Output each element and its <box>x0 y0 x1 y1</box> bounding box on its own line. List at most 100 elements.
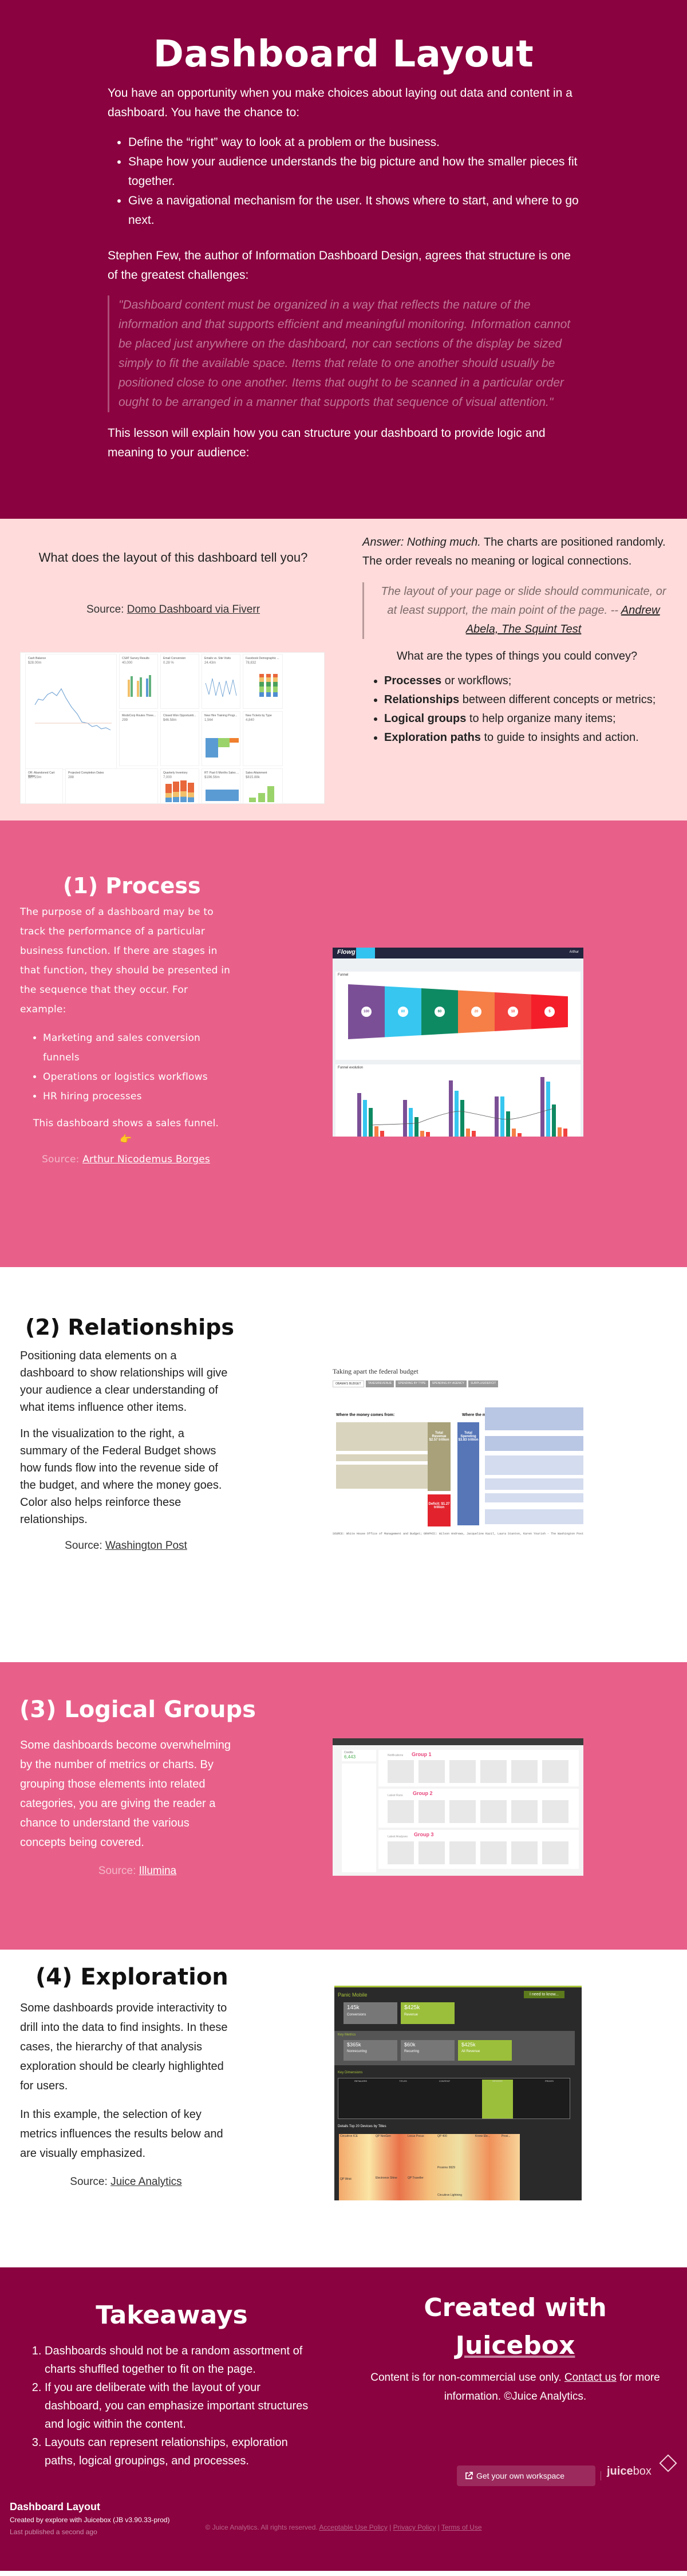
process-bullet: HR hiring processes <box>43 1087 232 1106</box>
dashboard-tile: Facebook Demographic ... 78,832 <box>243 654 283 709</box>
convey-item: Processes or workflows; <box>384 672 672 691</box>
tile-value: 78,832 <box>246 661 256 665</box>
relationships-title: (2) Relationships <box>25 1315 234 1340</box>
line-chart-icon <box>34 688 112 731</box>
hero-body: You have an opportunity when you make ch… <box>108 84 583 473</box>
tile-value: $27.23m <box>28 776 42 779</box>
process-title: (1) Process <box>63 873 201 898</box>
relationships-body: Positioning data elements on a dashboard… <box>20 1347 232 1564</box>
source-link-juice[interactable]: Juice Analytics <box>110 2176 182 2188</box>
acceptable-use-link[interactable]: Acceptable Use Policy <box>319 2523 388 2531</box>
few-intro: Stephen Few, the author of Information D… <box>108 249 571 282</box>
answer-text: Answer: Nothing much. The charts are pos… <box>362 533 672 571</box>
juicebox-logo[interactable]: juicebox <box>607 2465 652 2478</box>
takeaway-item: If you are deliberate with the layout of… <box>45 2378 321 2433</box>
logical-groups-title: (3) Logical Groups <box>19 1697 256 1723</box>
process-bullet: Marketing and sales conversion funnels <box>43 1028 232 1067</box>
source-link-domo[interactable]: Domo Dashboard via Fiverr <box>127 603 260 616</box>
funnel-evolution-panel: Funnel evolution <box>335 1064 581 1137</box>
tile-title: OR: Abandoned Cart Value <box>28 771 55 778</box>
exploration-p2: In this example, the selection of key me… <box>20 2108 223 2160</box>
treemap: Circuitron ICE QP NexGen Locus Pocus QP … <box>339 2134 520 2200</box>
hero-bullets: Define the “right” way to look at a prob… <box>128 133 583 230</box>
funnel-user: Arthur <box>569 950 579 954</box>
tile-value: 4,840 <box>246 719 255 722</box>
tile-title: ModoCorp Routes Three... <box>122 714 156 717</box>
process-text: The purpose of a dashboard may be to tra… <box>20 906 231 1015</box>
exploration-body: Some dashboards provide interactivity to… <box>20 1998 232 2201</box>
hero-bullet: Give a navigational mechanism for the us… <box>128 191 583 230</box>
juicebox-diamond-icon <box>659 2454 677 2472</box>
funnel-evolution-title: Funnel evolution <box>338 1066 364 1070</box>
tile-title: New Tickets by Type <box>246 714 272 717</box>
tile-value: $46.58m <box>163 719 177 722</box>
get-workspace-button[interactable]: Get your own workspace <box>457 2465 595 2486</box>
few-quote: "Dashboard content must be organized in … <box>108 295 583 412</box>
answer-body: The charts are positioned randomly. The … <box>362 536 666 567</box>
footer-created-by: Created by explore with Juicebox (JB v3.… <box>10 2516 170 2524</box>
squint-test-link[interactable]: Andrew Abela, The Squint Test <box>465 604 660 636</box>
tile-value: 299 <box>122 719 128 722</box>
takeaways-list: Dashboards should not be a random assort… <box>29 2342 321 2470</box>
federal-budget-image: Taking apart the federal budget OBAMA'S … <box>333 1367 585 1545</box>
dashboard-tile: OR: Abandoned Cart Value $27.23m <box>25 768 63 804</box>
tile-title: Emails vs. Site Visits <box>204 657 231 660</box>
tile-title: Sales Attainment <box>246 771 267 775</box>
tile-title: Closed Won Opportuniti... <box>163 714 196 717</box>
juicebox-link[interactable]: Juicebox <box>455 2331 575 2360</box>
dashboard-tile: Closed Won Opportuniti... $46.58m <box>160 711 199 766</box>
takeaways-section: Takeaways Dashboards should not be a ran… <box>0 2267 687 2571</box>
tile-value: 1,564 <box>204 719 214 722</box>
hero-bullet: Shape how your audience understands the … <box>128 152 583 191</box>
footer-published: Last published a second ago <box>10 2528 97 2536</box>
contact-us-link[interactable]: Contact us <box>564 2372 617 2384</box>
funnel-brand: Flowg <box>337 949 356 956</box>
hero-bullet: Define the “right” way to look at a prob… <box>128 133 583 152</box>
takeaway-item: Layouts can represent relationships, exp… <box>45 2433 321 2470</box>
tile-title: CSAT Survey Results <box>122 657 149 660</box>
process-section: (1) Process The purpose of a dashboard m… <box>0 820 687 1267</box>
dashboard-tile: New Hire Training Progr... 1,564 <box>202 711 240 766</box>
tile-title: Facebook Demographic ... <box>246 657 279 660</box>
dashboard-tile: Sales Attainment $815.88k <box>243 768 283 804</box>
workspace-button-label: Get your own workspace <box>476 2471 565 2480</box>
source-link-borges[interactable]: Arthur Nicodemus Borges <box>82 1154 210 1165</box>
hero-section: Dashboard Layout You have an opportunity… <box>0 0 687 519</box>
funnel-panel: Funnel 100 80 60 20 10 5 <box>335 972 581 1060</box>
source-link-wapo[interactable]: Washington Post <box>105 1540 187 1552</box>
budget-tabs: OBAMA'S BUDGET TAXES/REVENUE SPENDING BY… <box>333 1380 585 1387</box>
created-with-text: Content is for non-commercial use only. … <box>370 2372 660 2403</box>
relationships-section: (2) Relationships Positioning data eleme… <box>0 1267 687 1662</box>
tile-title: Projected Completion Dates <box>68 771 104 775</box>
privacy-policy-link[interactable]: Privacy Policy <box>393 2523 436 2531</box>
dashboard-tile: Email Conversion 0.28 % <box>160 654 199 709</box>
illumina-dashboard-image: Credits 6,443 Group 1 Notifications Grou… <box>333 1738 583 1876</box>
exploration-title: (4) Exploration <box>35 1964 228 1990</box>
group-panel: Group 1 Notifications <box>378 1750 579 1786</box>
tile-value: 40,000 <box>122 661 133 665</box>
logical-groups-section: (3) Logical Groups Some dashboards becom… <box>0 1662 687 1950</box>
terms-of-use-link[interactable]: Terms of Use <box>441 2523 482 2531</box>
process-body: The purpose of a dashboard may be to tra… <box>20 902 232 1178</box>
external-link-icon <box>465 2472 473 2479</box>
dashboard-tile: ModoCorp Routes Three... 299 <box>119 711 158 766</box>
tile-title: New Hire Training Progr... <box>204 714 238 717</box>
page-title: Dashboard Layout <box>153 33 534 76</box>
process-caption: This dashboard shows a sales funnel. 👉 <box>33 1118 219 1145</box>
process-bullets: Marketing and sales conversion funnels O… <box>43 1028 232 1106</box>
logical-groups-body: Some dashboards become overwhelming by t… <box>20 1735 232 1890</box>
takeaway-item: Dashboards should not be a random assort… <box>45 2342 321 2378</box>
tile-value: 24.43m <box>204 661 216 665</box>
source-link-illumina[interactable]: Illumina <box>139 1865 177 1877</box>
tile-value: $28.00m <box>28 661 42 665</box>
dashboard-tile: New Tickets by Type 4,840 <box>243 711 283 766</box>
abela-quote: The layout of your page or slide should … <box>362 582 672 639</box>
question-title: What does the layout of this dashboard t… <box>38 550 308 565</box>
legal-footer: © Juice Analytics. All rights reserved. … <box>205 2523 482 2531</box>
question-section: What does the layout of this dashboard t… <box>0 519 687 820</box>
process-source: Source: Arthur Nicodemus Borges <box>42 1154 210 1165</box>
logical-source: Source: Illumina <box>98 1865 177 1877</box>
answer-label: Answer: Nothing much. <box>362 536 481 549</box>
tile-title: Quarterly Inventory <box>163 771 188 775</box>
